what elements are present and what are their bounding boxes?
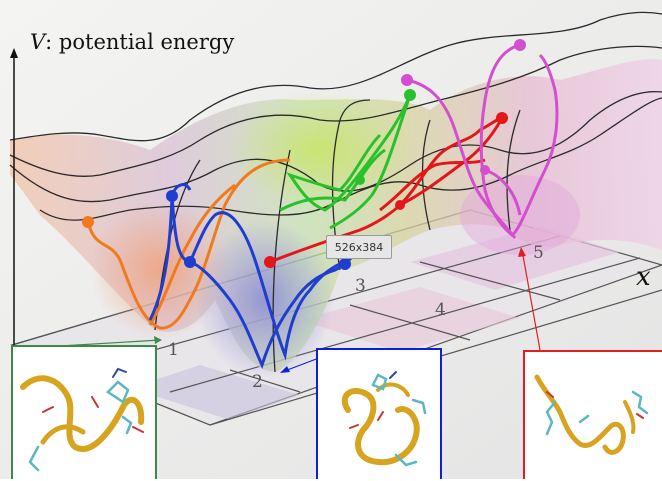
trajectory-red-node-2 (395, 200, 405, 210)
surface-mesh (9, 11, 662, 373)
trajectory-red-node (496, 112, 508, 124)
trajectory-blue-end (339, 258, 351, 270)
well-1-shading (90, 200, 230, 340)
trajectory-magenta-start (514, 39, 526, 51)
trajectory-blue-node (184, 256, 196, 268)
inset-structure-well-2 (316, 348, 442, 479)
arrow-head-icon (518, 247, 526, 257)
inset-structure-well-1 (11, 345, 157, 479)
trajectory-red-start (264, 256, 276, 268)
horizontal-axis-label: x (636, 262, 651, 292)
trajectory-green-start (404, 89, 416, 101)
trajectory-magenta (401, 39, 559, 239)
protein-ribbon-icon (534, 374, 649, 455)
arrow-head-icon (280, 366, 290, 373)
trajectory-magenta-node (401, 74, 413, 86)
trajectory-green (279, 89, 416, 230)
well-label-4: 4 (435, 300, 446, 320)
inset-structure-well-5 (523, 350, 662, 479)
trajectory-orange (82, 158, 291, 330)
vertical-axis-label: V: potential energy (30, 30, 235, 54)
arrow-head-icon (154, 336, 162, 344)
trajectory-blue-start (166, 190, 178, 202)
trajectory-green-node (355, 175, 365, 185)
trajectory-orange-start (82, 216, 94, 228)
axis-arrow-icon (10, 48, 18, 58)
protein-ribbon-icon (20, 367, 145, 472)
well-label-1: 1 (168, 340, 179, 360)
protein-ribbon-icon (341, 371, 427, 467)
image-size-tooltip: 526x384 (326, 235, 392, 259)
well-label-2: 2 (252, 372, 263, 392)
well-label-5: 5 (533, 243, 544, 263)
well-label-3: 3 (355, 276, 366, 296)
trajectory-blue (148, 183, 364, 370)
well-2-shading (195, 220, 335, 380)
trajectory-magenta-node-2 (480, 165, 490, 175)
